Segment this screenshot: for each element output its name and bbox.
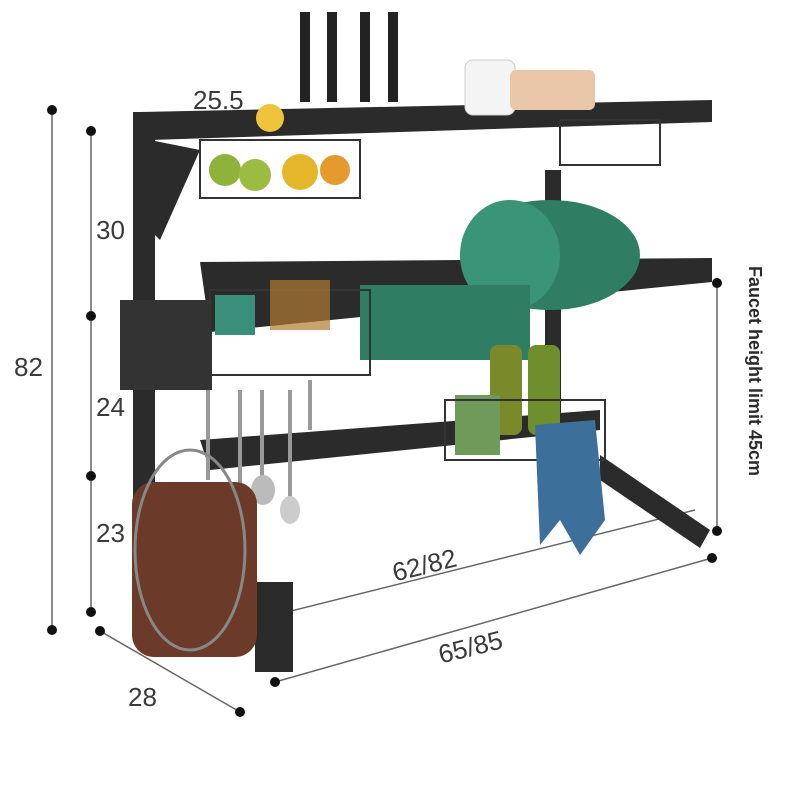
faucet-height-limit: Faucet height limit 45cm — [737, 266, 767, 516]
dish-section — [209, 200, 640, 376]
top-basket — [199, 12, 661, 199]
hanging-utensils — [206, 380, 312, 500]
top-shelf-width-label: 25.5 — [193, 85, 244, 115]
cutting-board — [132, 448, 257, 657]
faucet-height-limit-label: Faucet height limit 45cm — [745, 266, 765, 477]
total-height-label: 82 — [14, 352, 43, 382]
tier-2-height-label: 24 — [96, 392, 125, 422]
dimension-lines — [51, 110, 718, 713]
towel — [535, 420, 605, 555]
tier-3-height-label: 23 — [96, 518, 125, 548]
depth-label: 28 — [128, 682, 157, 712]
tier-1-height-label: 30 — [96, 215, 125, 245]
dimension-dots — [47, 105, 722, 717]
bottle-basket — [444, 345, 606, 461]
